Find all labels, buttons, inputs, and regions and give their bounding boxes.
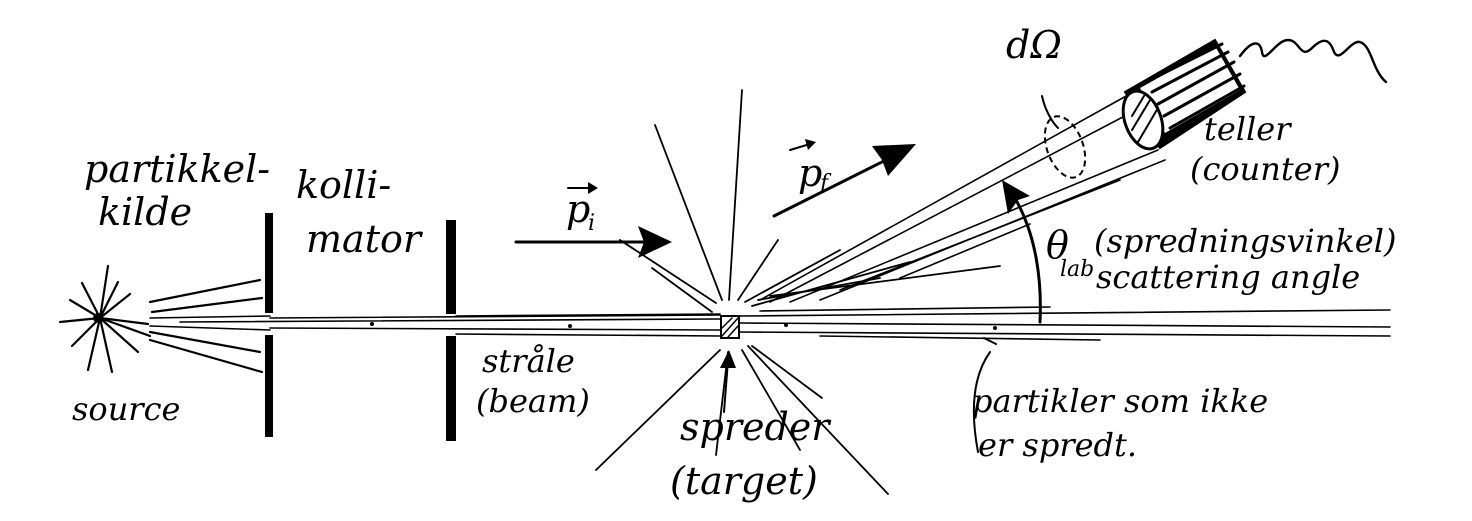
target-block xyxy=(720,315,740,339)
svg-text:p: p xyxy=(798,151,822,195)
label-source-en: source xyxy=(72,390,180,428)
p-initial-arrow xyxy=(514,226,672,258)
label-target-en: (target) xyxy=(670,459,818,503)
source-point xyxy=(93,313,103,323)
counter-detector xyxy=(1121,38,1247,151)
label-counter-en: (counter) xyxy=(1190,150,1340,188)
label-collimator-1: kolli- xyxy=(296,163,391,207)
solid-angle-ellipse xyxy=(1041,95,1087,179)
label-theta-lab: θ lab xyxy=(1046,223,1094,282)
collimator-plate-right xyxy=(446,220,456,441)
label-unscattered-2: er spredt. xyxy=(978,426,1137,464)
counter-cable xyxy=(1238,38,1388,84)
label-p-final: p f xyxy=(789,139,832,196)
scattering-angle-arc xyxy=(1002,180,1042,324)
beam-particles xyxy=(370,322,997,330)
svg-text:i: i xyxy=(588,211,595,236)
label-p-initial: p i xyxy=(566,182,598,236)
svg-text:p: p xyxy=(566,187,590,231)
svg-text:θ: θ xyxy=(1046,223,1069,267)
target-pointer-arrow xyxy=(720,350,736,413)
scattered-cone xyxy=(759,94,1166,303)
svg-text:lab: lab xyxy=(1060,257,1094,282)
label-source-no-2: kilde xyxy=(98,190,192,234)
p-final-arrow xyxy=(772,144,916,218)
label-counter-no: teller xyxy=(1204,110,1292,148)
source-burst xyxy=(58,264,264,374)
target-burst xyxy=(595,89,1001,495)
label-angle-en: scattering angle xyxy=(1096,258,1360,296)
label-angle-no: (spredningsvinkel) xyxy=(1094,222,1396,260)
svg-text:f: f xyxy=(818,171,832,196)
beam-lines xyxy=(149,306,1391,341)
collimator-plate-left xyxy=(265,213,273,437)
label-target-no: spreder xyxy=(680,405,832,449)
label-beam-en: (beam) xyxy=(476,382,590,420)
label-solid-angle: dΩ xyxy=(1006,23,1062,67)
label-source-no: partikkel- xyxy=(84,147,270,191)
label-beam-no: stråle xyxy=(482,342,575,380)
unscattered-pointer xyxy=(972,337,997,453)
label-unscattered-1: partikler som ikke xyxy=(972,382,1268,420)
label-collimator-2: mator xyxy=(306,217,424,261)
